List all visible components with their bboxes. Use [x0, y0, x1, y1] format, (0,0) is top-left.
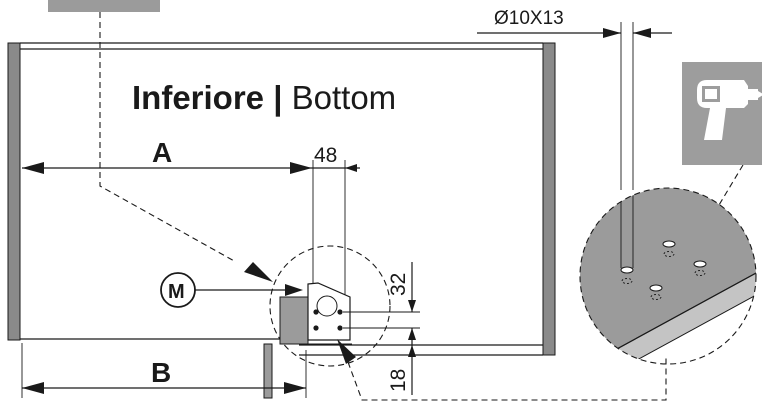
- drill-icon: [682, 62, 762, 165]
- detail-circle: [269, 245, 391, 367]
- dimension-32-18: [343, 262, 420, 395]
- dim-b-label: B: [151, 357, 171, 388]
- mounting-bracket: [307, 282, 351, 341]
- zoom-detail: [580, 188, 756, 364]
- leader-line-bottom: [347, 356, 667, 401]
- hole-spec-callout: [477, 22, 672, 190]
- dim-32-label: 32: [387, 273, 410, 296]
- section-title: Inferiore | Bottom: [132, 79, 396, 116]
- dim-48-label: 48: [314, 144, 337, 167]
- title-separator: |: [264, 79, 292, 116]
- dim-18-label: 18: [387, 369, 410, 392]
- marker-m-label: M: [168, 281, 185, 303]
- side-panel-section: [279, 296, 309, 345]
- dimension-a: [22, 160, 360, 336]
- hole-spec-label: Ø10X13: [494, 8, 564, 29]
- zoom-circle: [579, 187, 757, 365]
- title-light: Bottom: [292, 79, 397, 116]
- title-bold: Inferiore: [132, 79, 264, 116]
- top-tab: [48, 0, 160, 12]
- dimension-b: [21, 343, 307, 399]
- leader-line-drill: [715, 164, 744, 211]
- bottom-arrow: [337, 339, 356, 364]
- marker-m: [160, 272, 303, 308]
- dim-a-label: A: [152, 137, 172, 168]
- leader-line-top: [99, 12, 237, 263]
